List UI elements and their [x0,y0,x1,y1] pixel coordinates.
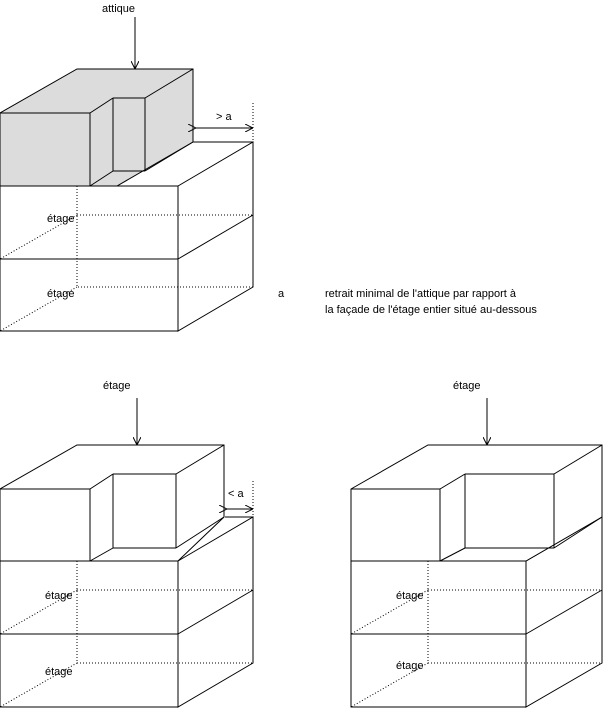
etage-top-label-2: étage [103,380,131,392]
etage-label-3b: étage [396,660,424,672]
etage-label-1a: étage [47,213,75,225]
building-block-2 [0,516,254,708]
etage-label-1b: étage [47,288,75,300]
greater-a-label: > a [216,111,232,123]
building-block-1 [0,141,254,332]
etage-label-2a: étage [45,590,73,602]
dimension-greater-a [195,103,254,142]
less-a-label: < a [228,488,244,500]
etage-label-3a: étage [396,590,424,602]
legend-symbol: a [278,288,285,300]
dimension-less-a [226,481,254,517]
attique-label: attique [102,3,135,15]
attique-volume [0,68,194,187]
figure-etage-flush: étage étage étage [350,380,603,708]
figure-etage-less-a: < a étage étage étage [0,380,254,708]
upper-storey-2 [0,444,225,562]
legend: a retrait minimal de l'attique par rappo… [278,288,537,316]
building-block-3 [350,516,603,708]
figure-attique: > a attique étage étage [0,3,254,332]
legend-line-2: la façade de l'étage entier situé au-des… [325,304,537,316]
upper-storey-3 [350,444,603,562]
etage-label-2b: étage [45,666,73,678]
etage-top-label-3: étage [453,380,481,392]
legend-line-1: retrait minimal de l'attique par rapport… [325,288,517,300]
